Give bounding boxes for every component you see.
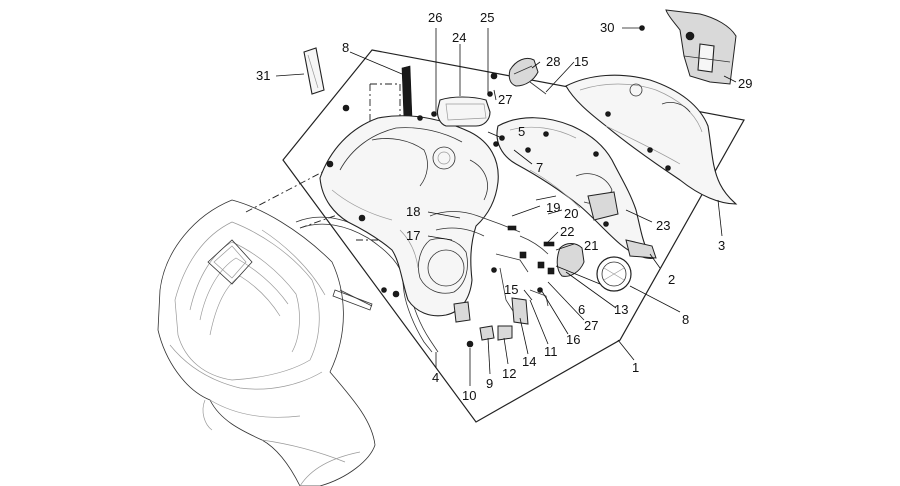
callout-1: 1 — [632, 360, 639, 375]
callout-28: 28 — [546, 54, 560, 69]
callout-6: 6 — [578, 302, 585, 317]
callout-9: 9 — [486, 376, 493, 391]
callout-11: 11 — [544, 344, 558, 359]
frame-rod — [339, 289, 373, 307]
assembly-line — [299, 213, 341, 229]
callout-7: 7 — [536, 160, 543, 175]
callout-19: 19 — [546, 200, 560, 215]
frame-tube-inner — [299, 223, 433, 353]
callout-2: 2 — [668, 272, 675, 287]
callout-16: 16 — [566, 332, 580, 347]
callout-3: 3 — [718, 238, 725, 253]
callout-8-right: 8 — [682, 312, 689, 327]
assembly-line — [370, 83, 401, 116]
callout-15-mid: 15 — [504, 282, 518, 297]
callout-26: 26 — [428, 10, 442, 25]
callout-17: 17 — [406, 228, 420, 243]
top-bracket — [665, 9, 737, 85]
callout-4: 4 — [432, 370, 439, 385]
leader-lines — [275, 27, 737, 386]
callout-29: 29 — [738, 76, 752, 91]
callout-24: 24 — [452, 30, 466, 45]
callout-labels: 1 2 3 4 5 6 7 8 8 9 10 11 12 13 14 15 15… — [256, 10, 752, 403]
callout-22: 22 — [560, 224, 574, 239]
callout-31: 31 — [256, 68, 270, 83]
callout-23: 23 — [656, 218, 670, 233]
middle-panel — [496, 117, 656, 259]
callout-27-top: 27 — [498, 92, 512, 107]
fasteners — [326, 25, 671, 348]
callout-21: 21 — [584, 238, 598, 253]
hardware-cluster — [429, 211, 555, 341]
strip-part — [303, 47, 325, 95]
callout-25: 25 — [480, 10, 494, 25]
assembly-line — [245, 167, 331, 213]
callout-27-mid: 27 — [584, 318, 598, 333]
vent-ring — [596, 256, 632, 292]
callout-15-top: 15 — [574, 54, 588, 69]
outer-panel-right — [565, 74, 738, 205]
callout-12: 12 — [502, 366, 516, 381]
callout-5: 5 — [518, 124, 525, 139]
front-shield-illustration — [157, 199, 376, 486]
clip-part — [556, 243, 585, 277]
callout-18: 18 — [406, 204, 420, 219]
callout-8-top: 8 — [342, 40, 349, 55]
seal-strip — [401, 65, 413, 121]
callout-14: 14 — [522, 354, 536, 369]
small-bracket — [625, 239, 657, 259]
callout-13: 13 — [614, 302, 628, 317]
callout-10: 10 — [462, 388, 476, 403]
callout-20: 20 — [564, 206, 578, 221]
glovebox-lid — [436, 96, 491, 127]
latch-part — [508, 57, 539, 87]
callout-30: 30 — [600, 20, 614, 35]
